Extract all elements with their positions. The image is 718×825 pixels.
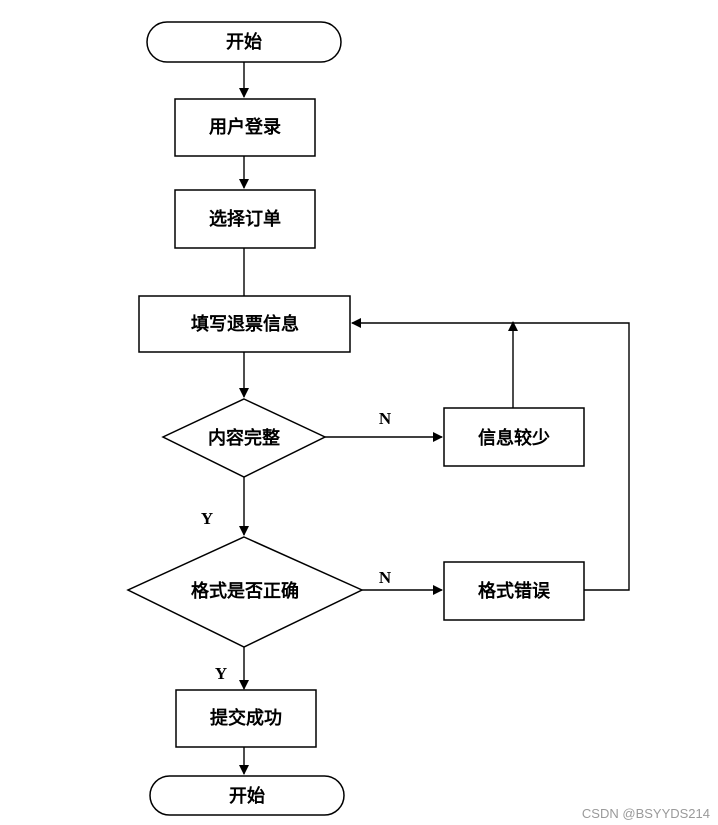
fill-refund-info-label: 填写退票信息 (191, 313, 299, 335)
login-label: 用户登录 (209, 116, 281, 138)
end-terminal (149, 775, 345, 816)
branch-label-complete-yes: Y (201, 509, 213, 528)
submit-success-step (175, 689, 317, 748)
branch-label-complete-no: N (379, 409, 392, 428)
info-insufficient-label: 信息较少 (478, 427, 550, 449)
csdn-watermark: CSDN @BSYYDS214 (581, 806, 710, 821)
branch-label-format-yes: Y (215, 664, 227, 683)
start-terminal (146, 21, 342, 63)
fill-refund-info-step (138, 295, 351, 353)
arrow-format-error-back (351, 318, 630, 591)
start-label: 开始 (226, 31, 262, 53)
select-order-step (174, 189, 316, 249)
content-complete-decision (161, 398, 327, 478)
submit-success-label: 提交成功 (210, 707, 282, 729)
format-correct-decision (126, 536, 364, 648)
format-error-step (443, 561, 585, 621)
branch-label-format-no: N (379, 568, 392, 587)
select-order-label: 选择订单 (209, 208, 281, 230)
end-label: 开始 (229, 785, 265, 807)
login-step (174, 98, 316, 157)
format-error-label: 格式错误 (478, 580, 551, 602)
info-insufficient-step (443, 407, 585, 467)
content-complete-label: 内容完整 (208, 427, 280, 449)
format-correct-label: 格式是否正确 (191, 580, 299, 602)
